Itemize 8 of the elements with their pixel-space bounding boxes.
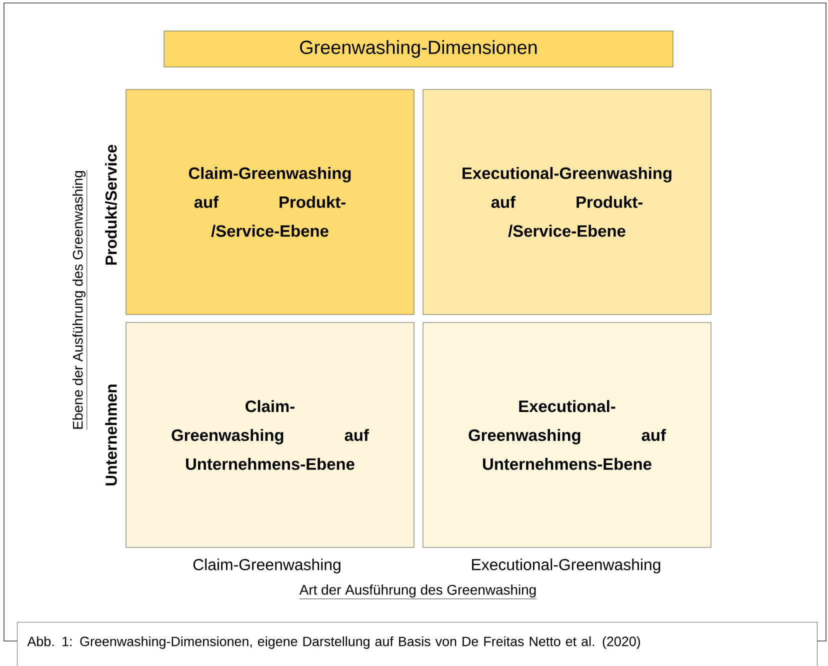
cell-box: Claim-Greenwashing auf Unternehmens-Ebene — [126, 322, 414, 548]
axis-title: Art der Ausführung des Greenwashing — [299, 584, 537, 600]
cell-box: Executional-Greenwashing auf Unternehmens-Ebene — [422, 322, 712, 548]
caption-box: Abb. 1: Greenwashing-Dimensionen, eigene Darstellung auf Basis von De Freitas Netto et al. (2020) — [17, 622, 818, 666]
axis-title: Ebene der Ausführung des Greenwashing — [72, 170, 88, 430]
cell-box: Claim-Greenwashing auf Produkt-/Service-Ebene — [126, 89, 414, 315]
cell-box: Executional-Greenwashing auf Produkt-/Service-Ebene — [422, 89, 712, 315]
title-box: Greenwashing-Dimensionen — [164, 30, 674, 68]
